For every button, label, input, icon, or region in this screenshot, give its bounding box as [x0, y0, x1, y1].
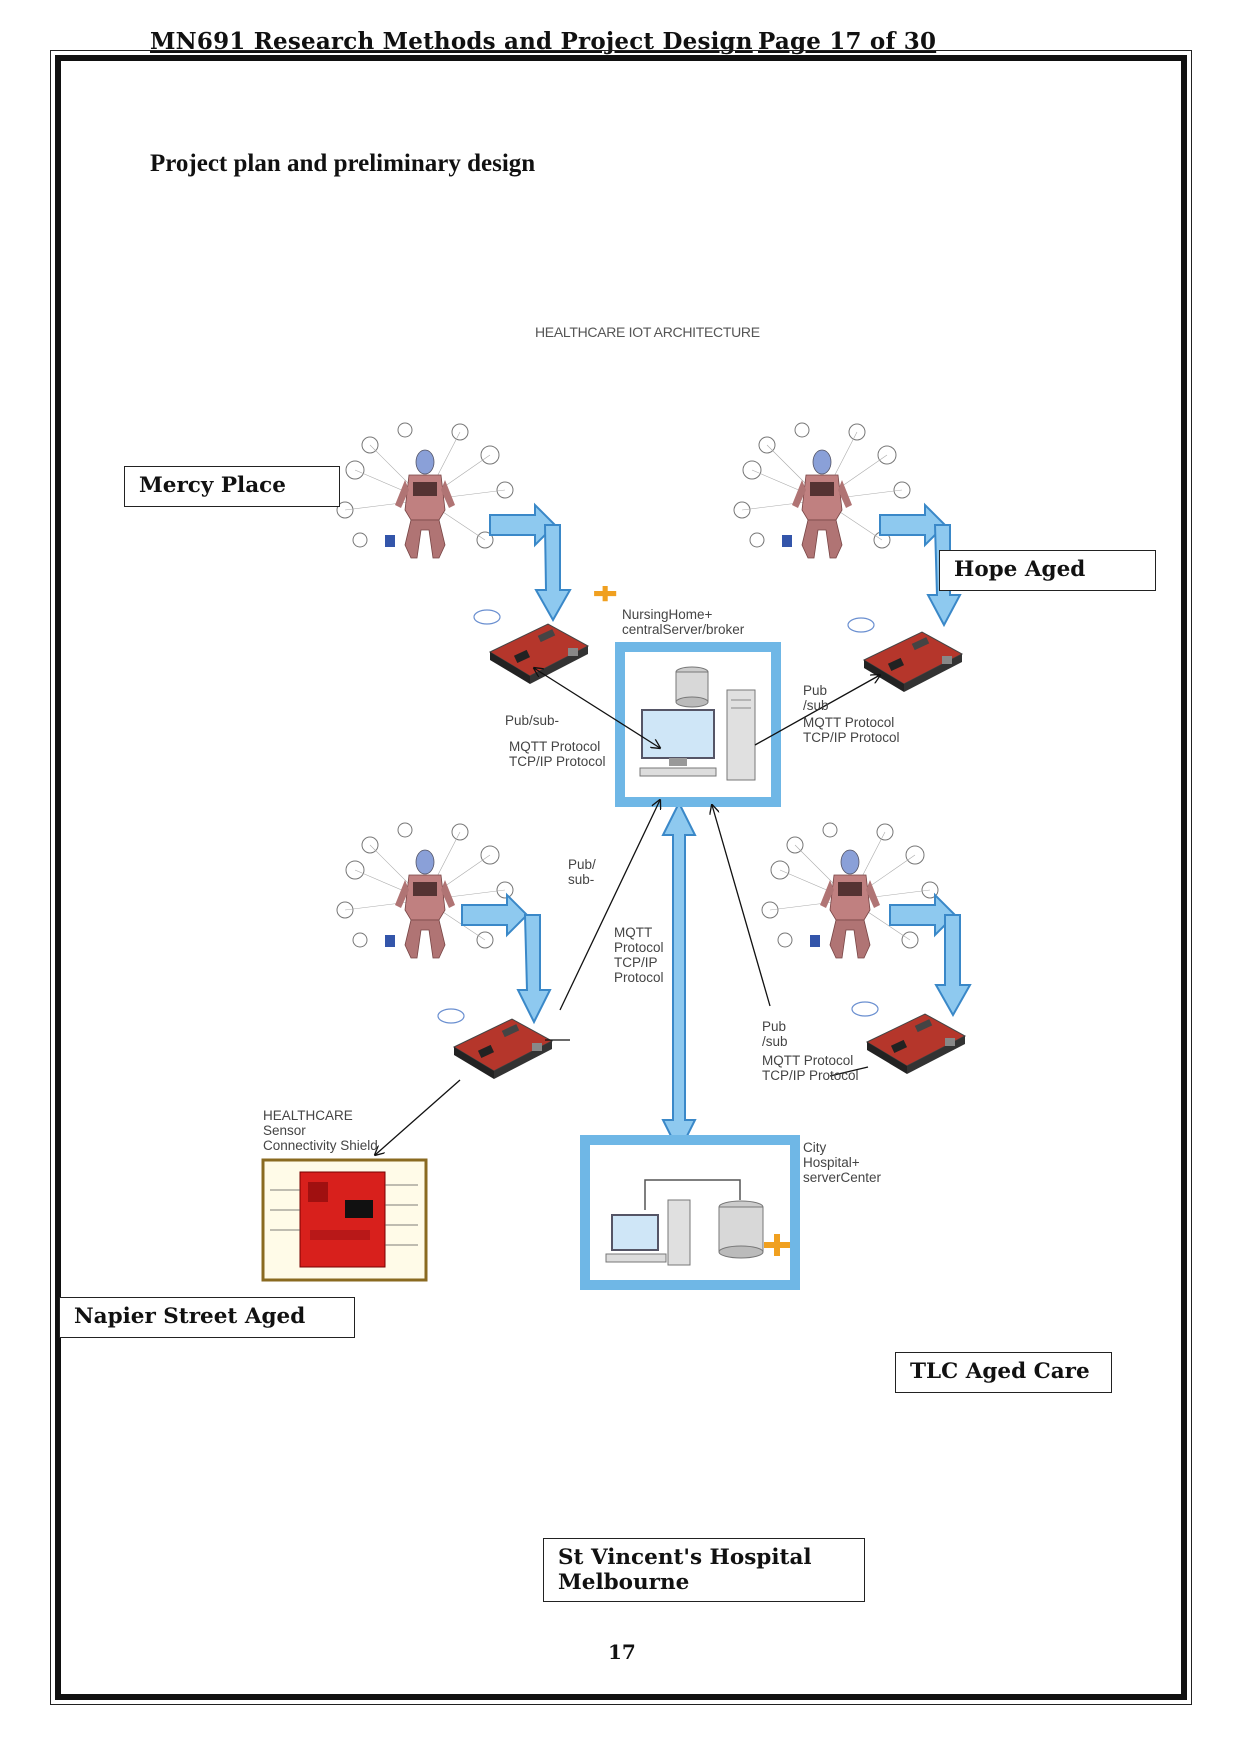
page-border-outer [50, 50, 1192, 1705]
place-label-hope-aged: Hope Aged [939, 550, 1156, 591]
patient-sensors-top-left [336, 422, 514, 559]
pubsub-left-label: Pub/sub- [505, 713, 560, 728]
pubsub-center-label: Pub/ sub- [568, 857, 596, 887]
mqtt-right-label: MQTT Protocol TCP/IP Protocol [803, 715, 900, 745]
page-number: 17 [608, 1640, 636, 1664]
place-label-mercy-place: Mercy Place [124, 466, 340, 507]
sensor-shield-label: HEALTHCARE Sensor Connectivity Shield [263, 1108, 378, 1153]
page-border-inner [55, 55, 1187, 1700]
galileo-board-bottom-right [866, 1013, 966, 1075]
section-title: Project plan and preliminary design [150, 150, 536, 177]
patient-sensors-bottom-right [761, 822, 939, 959]
diagram-title: HEALTHCARE IOT ARCHITECTURE [535, 324, 760, 340]
place-label-napier-street-aged: Napier Street Aged [59, 1297, 355, 1338]
galileo-board-top-left [489, 623, 589, 685]
patient-sensors-top-right [733, 422, 911, 559]
pubsub-right-label: Pub /sub [803, 683, 829, 713]
galileo-board-bottom-left [453, 1018, 553, 1080]
pubsub-lower-right-label: Pub /sub [762, 1019, 788, 1049]
central-server-box [594, 585, 781, 807]
nursing-server-label: NursingHome+ centralServer/broker [622, 607, 745, 637]
galileo-board-top-right [863, 631, 963, 693]
city-hospital-server-box [580, 1135, 800, 1290]
mqtt-center-label: MQTT Protocol TCP/IP Protocol [614, 925, 664, 985]
mqtt-left-label: MQTT Protocol TCP/IP Protocol [509, 739, 606, 769]
city-hospital-label: City Hospital+ serverCenter [803, 1140, 882, 1185]
sensor-connectivity-shield [261, 1158, 428, 1282]
mqtt-lower-right-label: MQTT Protocol TCP/IP Protocol [762, 1053, 859, 1083]
place-label-st-vincents-hospital: St Vincent's Hospital Melbourne [543, 1538, 865, 1602]
place-label-tlc-aged-care: TLC Aged Care [895, 1352, 1112, 1393]
patient-sensors-bottom-left [336, 822, 514, 959]
